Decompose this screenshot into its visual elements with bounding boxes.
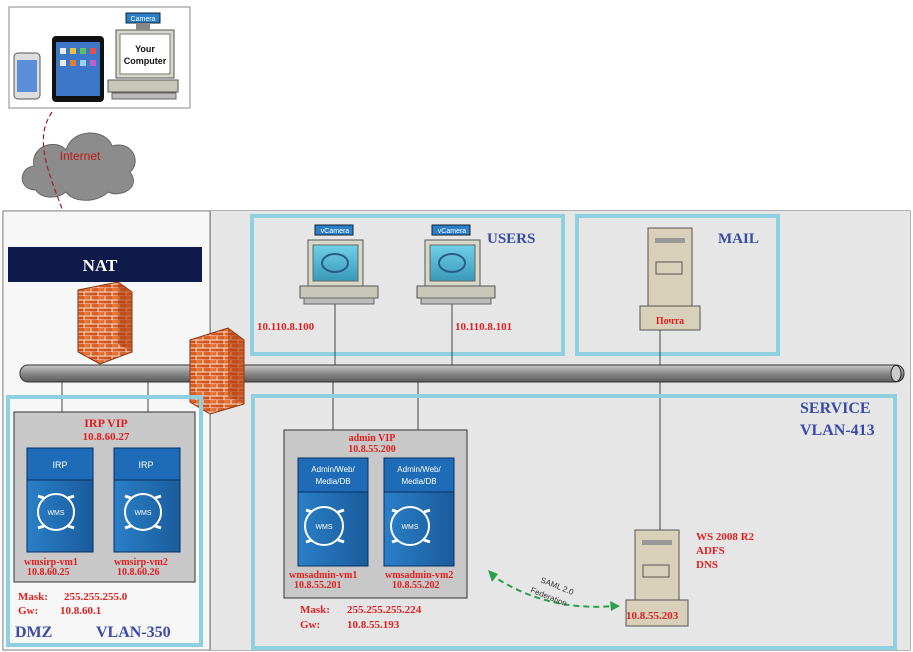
pc2-ip: 10.110.8.101 (455, 321, 512, 333)
your-computer-label-line1: Your (135, 44, 155, 54)
irp-vm1-name: wmsirp-vm1 (24, 557, 78, 568)
admin-vm2-wms: WMS (401, 524, 418, 531)
pc1-ip: 10.110.8.100 (257, 321, 315, 333)
internet-label: Internet (60, 149, 101, 163)
admin-vip-label: admin VIP (349, 433, 396, 444)
admin-vm1-header-2: Media/DB (315, 477, 350, 486)
mail-zone (575, 214, 780, 356)
admin-vm2-header-2: Media/DB (401, 477, 436, 486)
mail-server-label: Почта (656, 316, 684, 327)
admin-vm2-ip: 10.8.55.202 (392, 580, 440, 591)
nat-bar (8, 247, 202, 282)
admin-vm2-header-1: Admin/Web/ (397, 465, 441, 474)
saml-federation-link (489, 573, 616, 608)
network-backbone-bus (19, 364, 905, 383)
irp-vip-ip: 10.8.60.27 (83, 431, 130, 443)
irp-vm2-ip: 10.8.60.26 (117, 567, 160, 578)
irp-vm1-ip: 10.8.60.25 (27, 567, 70, 578)
firewall-icon (189, 327, 245, 415)
irp-vip-label: IRP VIP (84, 416, 127, 430)
dmz-gw-value: 10.8.60.1 (60, 605, 101, 617)
service-mask-value: 255.255.255.224 (347, 604, 422, 616)
admin-vm1-name: wmsadmin-vm1 (289, 570, 357, 581)
client-devices-box (8, 6, 191, 109)
admin-vm1-ip: 10.8.55.201 (294, 580, 342, 591)
irp-vm2-wms: WMS (134, 510, 151, 517)
vcamera-label-2: vCamera (438, 228, 467, 235)
wmsirp-vm1-icon (26, 447, 94, 553)
service-mask-label: Mask: (300, 604, 330, 616)
user-workstation-1 (299, 224, 379, 305)
tablet-icon (52, 36, 104, 102)
users-title: USERS (487, 231, 535, 247)
dmz-mask-value: 255.255.255.0 (64, 591, 128, 603)
dmz-zone (6, 395, 203, 647)
internet-connection-line (42, 111, 70, 246)
irp-vm1-header: IRP (52, 460, 67, 470)
service-gw-value: 10.8.55.193 (347, 619, 400, 631)
mail-title: MAIL (718, 231, 759, 247)
mail-server-icon (639, 227, 701, 331)
wmsadmin-vm1-icon (297, 457, 369, 567)
dmz-vlan: VLAN-350 (96, 624, 171, 641)
service-title-line1: SERVICE (800, 400, 871, 417)
camera-label: Camera (131, 16, 156, 23)
desktop-computer-icon (107, 12, 179, 100)
ws-label-line3: DNS (696, 559, 718, 571)
vcamera-label-1: vCamera (321, 228, 350, 235)
arrow-icon (610, 601, 620, 611)
dmz-gw-label: Gw: (18, 605, 38, 617)
irp-vm2-header: IRP (138, 460, 153, 470)
ws-label-line1: WS 2008 R2 (696, 531, 755, 543)
smartphone-icon (13, 52, 41, 100)
users-zone (250, 214, 565, 356)
wmsadmin-vm2-icon (383, 457, 455, 567)
admin-vm1-wms: WMS (315, 524, 332, 531)
irp-vm2-name: wmsirp-vm2 (114, 557, 168, 568)
ws-label-line2: ADFS (696, 545, 725, 557)
internet-cloud-icon (21, 132, 136, 201)
firewall-icon (77, 281, 133, 365)
ws-ip: 10.8.55.203 (626, 610, 679, 622)
admin-vip-ip: 10.8.55.200 (348, 444, 396, 455)
nat-label: NAT (83, 256, 118, 275)
admin-vm2-name: wmsadmin-vm2 (385, 570, 453, 581)
service-title-line2: VLAN-413 (800, 422, 875, 439)
dmz-mask-label: Mask: (18, 591, 48, 603)
dmz-title: DMZ (15, 624, 52, 641)
arrow-icon (488, 570, 498, 582)
admin-vm1-header-1: Admin/Web/ (311, 465, 355, 474)
wmsirp-vm2-icon (113, 447, 181, 553)
your-computer-label-line2: Computer (124, 56, 167, 66)
user-workstation-2 (416, 224, 496, 305)
service-gw-label: Gw: (300, 619, 320, 631)
service-zone (251, 394, 897, 650)
ws-server-icon (625, 529, 689, 627)
irp-vm1-wms: WMS (47, 510, 64, 517)
